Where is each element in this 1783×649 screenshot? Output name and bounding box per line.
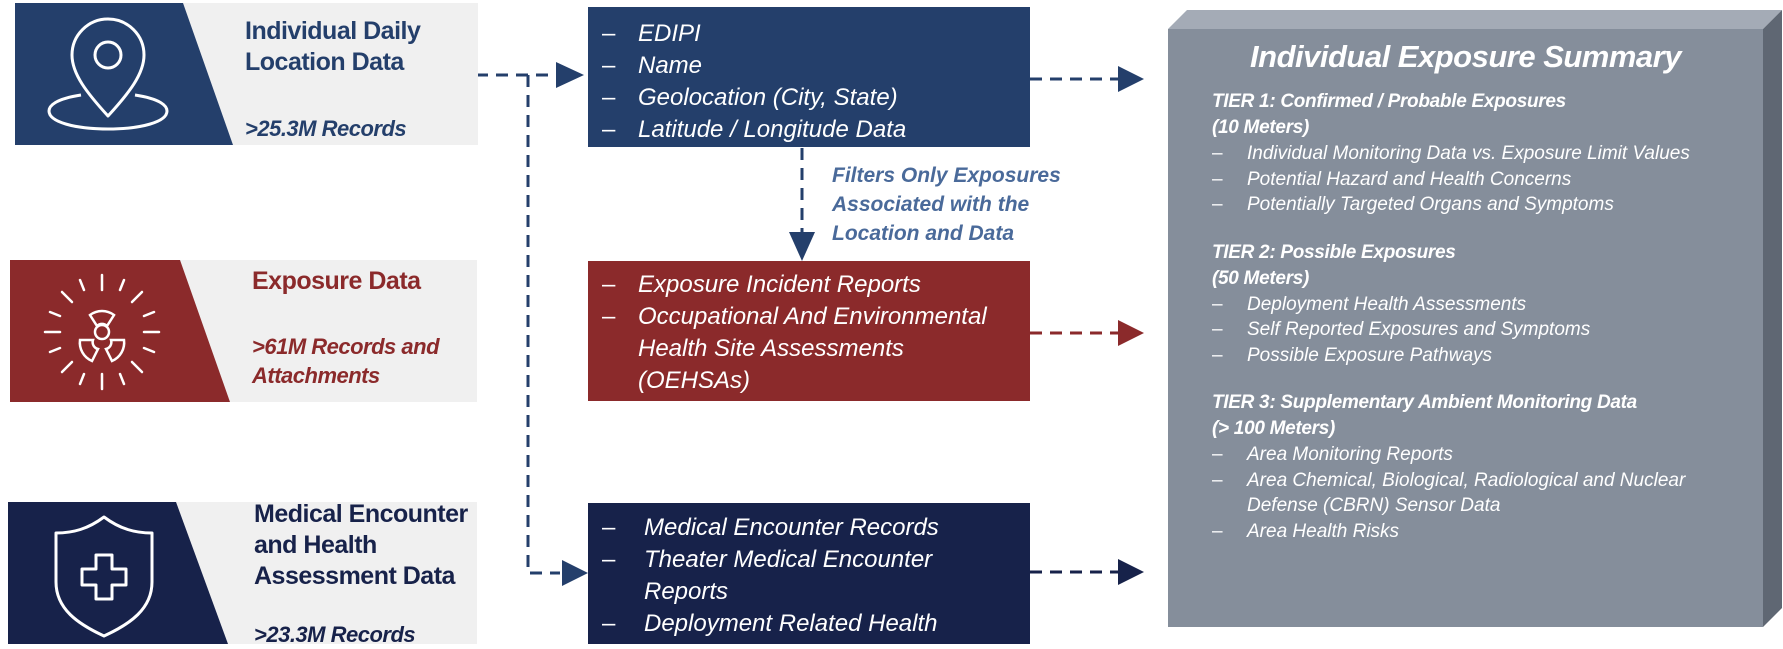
list-item: EDIPI xyxy=(588,18,1030,50)
tier-2-section: TIER 2: Possible Exposures (50 Meters) D… xyxy=(1212,240,1732,369)
summary-title: Individual Exposure Summary xyxy=(1250,39,1681,74)
medical-items-box: Medical Encounter Records Theater Medica… xyxy=(588,503,1030,644)
radiation-icon xyxy=(10,260,230,402)
list-item: Name xyxy=(588,50,1030,82)
exposure-source-title: Exposure Data xyxy=(252,267,421,295)
list-item: Medical Encounter Records xyxy=(588,512,1010,544)
exposure-items-box: Exposure Incident Reports Occupational A… xyxy=(588,261,1030,401)
tier-1-section: TIER 1: Confirmed / Probable Exposures (… xyxy=(1212,89,1732,218)
list-item: Exposure Incident Reports xyxy=(588,269,1020,301)
arrowhead xyxy=(789,232,815,261)
arrowhead xyxy=(556,62,584,88)
medical-source-card: Medical Encounter and Health Assessment … xyxy=(8,500,477,647)
arrowhead xyxy=(1118,559,1144,585)
location-pin-icon xyxy=(15,3,233,145)
tier-heading: TIER 1: Confirmed / Probable Exposures xyxy=(1212,91,1566,112)
location-fields-box: EDIPI Name Geolocation (City, State) Lat… xyxy=(588,7,1030,147)
tier-heading: TIER 2: Possible Exposures xyxy=(1212,241,1456,263)
medical-shield-icon xyxy=(8,502,228,644)
arrowhead xyxy=(1118,320,1144,346)
list-item: Latitude / Longitude Data xyxy=(588,114,1030,146)
list-item: Occupational And Environmental Health Si… xyxy=(588,301,1020,397)
tier-3-section: TIER 3: Supplementary Ambient Monitoring… xyxy=(1212,390,1732,544)
tier-range: (10 Meters) xyxy=(1212,117,1310,138)
list-item: Possible Exposure Pathways xyxy=(1212,343,1732,369)
list-item: Potentially Targeted Organs and Symptoms xyxy=(1212,192,1732,218)
tier-range: (50 Meters) xyxy=(1212,267,1310,289)
arrowhead xyxy=(562,560,588,586)
list-item: Deployment Health Assessments xyxy=(1212,292,1732,318)
list-item: Geolocation (City, State) xyxy=(588,82,1030,114)
location-source-title: Individual Daily Location Data xyxy=(245,17,421,76)
list-item: Individual Monitoring Data vs. Exposure … xyxy=(1212,141,1732,167)
tier-heading: TIER 3: Supplementary Ambient Monitoring… xyxy=(1212,392,1637,413)
arrowhead xyxy=(1118,66,1144,92)
exposure-record-count: >61M Records and Attachments xyxy=(252,334,440,388)
list-item: Deployment Related Health xyxy=(588,608,1010,640)
location-source-card: Individual Daily Location Data >25.3M Re… xyxy=(15,3,478,145)
exposure-source-card: Exposure Data >61M Records and Attachmen… xyxy=(10,260,477,402)
location-record-count: >25.3M Records xyxy=(245,116,407,141)
filter-note: Filters Only Exposures Associated with t… xyxy=(832,164,1061,245)
exposure-summary-panel: Individual Exposure Summary TIER 1: Conf… xyxy=(1168,29,1763,627)
list-item: Self Reported Exposures and Symptoms xyxy=(1212,317,1732,343)
list-item: Theater Medical Encounter Reports xyxy=(588,544,1010,608)
list-item: Area Chemical, Biological, Radiological … xyxy=(1212,468,1732,519)
list-item: Potential Hazard and Health Concerns xyxy=(1212,167,1732,193)
list-item: Area Health Risks xyxy=(1212,519,1732,545)
medical-source-title: Medical Encounter and Health Assessment … xyxy=(254,500,468,590)
vertical-trunk-connector xyxy=(526,75,560,575)
medical-record-count: >23.3M Records xyxy=(254,622,416,647)
list-item: Area Monitoring Reports xyxy=(1212,442,1732,468)
tier-range: (> 100 Meters) xyxy=(1212,418,1336,439)
